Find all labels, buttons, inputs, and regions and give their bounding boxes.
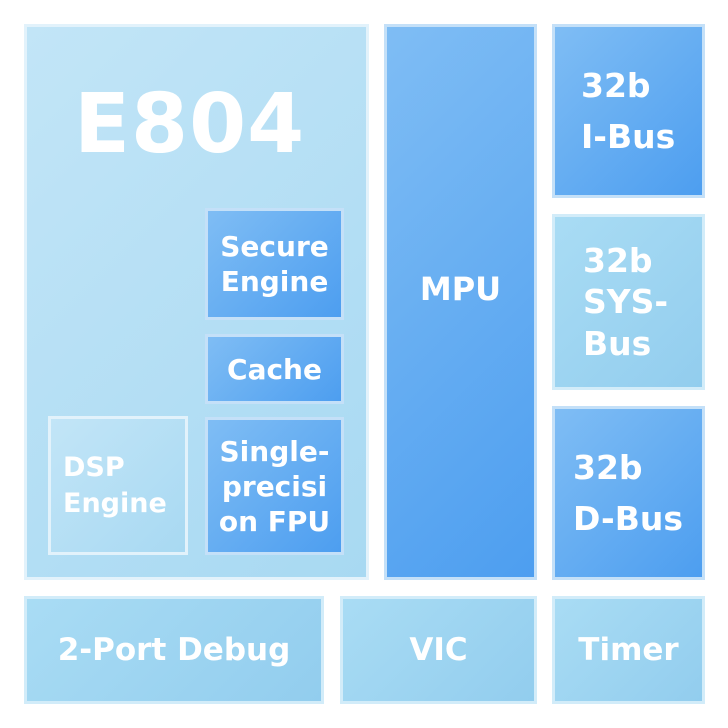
debug-block: 2-Port Debug — [24, 596, 324, 704]
timer-block: Timer — [552, 596, 705, 704]
sysbus-line-3: Bus — [583, 323, 652, 363]
dsp-line-2: Engine — [63, 487, 167, 519]
dbus-line-2: D-Bus — [573, 499, 683, 538]
fpu-line-3: on FPU — [218, 504, 331, 538]
sysbus-line-1: 32b — [583, 241, 653, 281]
sysbus-line-2: SYS- — [583, 282, 669, 322]
cache-block: Cache — [205, 334, 344, 404]
dbus-line-1: 32b — [573, 447, 643, 487]
secure-engine-line-1: Secure — [220, 230, 329, 263]
fpu-block: Single- precisi on FPU — [205, 417, 344, 555]
dbus-block: 32b D-Bus — [552, 406, 705, 580]
ibus-line-1: 32b — [581, 65, 651, 105]
mpu-label: MPU — [419, 270, 502, 308]
dsp-engine-block: DSP Engine — [48, 416, 188, 555]
ibus-line-2: I-Bus — [581, 117, 676, 156]
fpu-line-2: precisi — [221, 469, 328, 503]
dsp-line-1: DSP — [63, 452, 125, 484]
timer-label: Timer — [578, 632, 679, 668]
vic-label: VIC — [409, 632, 468, 668]
fpu-line-1: Single- — [219, 434, 330, 468]
core-title: E804 — [74, 77, 306, 172]
debug-label: 2-Port Debug — [57, 632, 291, 668]
secure-engine-block: Secure Engine — [205, 208, 344, 320]
vic-block: VIC — [340, 596, 537, 704]
mpu-block: MPU — [384, 24, 537, 580]
secure-engine-line-2: Engine — [220, 265, 329, 298]
sysbus-block: 32b SYS- Bus — [552, 214, 705, 390]
cache-label: Cache — [227, 352, 322, 386]
ibus-block: 32b I-Bus — [552, 24, 705, 198]
